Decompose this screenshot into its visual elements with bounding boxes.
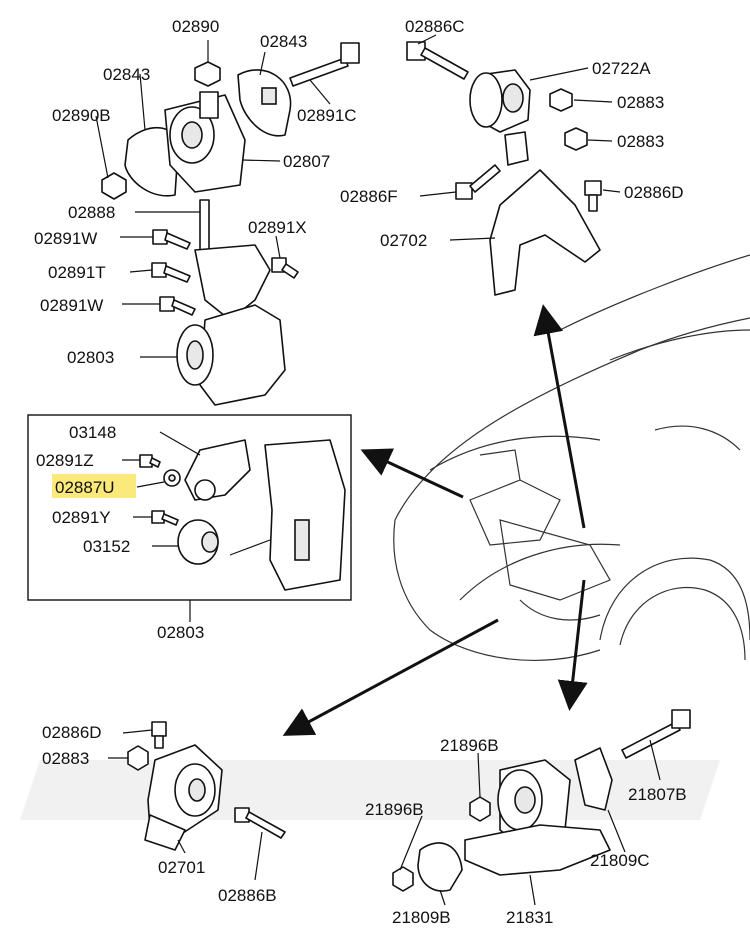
pointer-arrows (282, 304, 588, 736)
callout-02891T: 02891T (48, 263, 106, 282)
callout-21896B: 21896B (440, 736, 499, 755)
callout-02803: 02803 (157, 623, 204, 642)
callout-02887U: 02887U (55, 478, 115, 497)
callout-02886D: 02886D (42, 723, 102, 742)
car-body-outline (393, 254, 750, 662)
callout-02701: 02701 (158, 858, 205, 877)
callout-02891X: 02891X (248, 218, 307, 237)
highlight-02887U (52, 474, 136, 498)
callout-02891W: 02891W (40, 296, 103, 315)
callout-21809C: 21809C (590, 851, 650, 870)
callout-02886C: 02886C (405, 17, 465, 36)
callout-02843: 02843 (103, 65, 150, 84)
bottom-right-mount-assembly (392, 709, 691, 906)
callout-02891C: 02891C (297, 106, 357, 125)
callout-02883: 02883 (617, 132, 664, 151)
callout-02886F: 02886F (340, 187, 398, 206)
bottom-left-mount-assembly (108, 721, 286, 881)
callout-02891W: 02891W (34, 229, 97, 248)
callout-02722A: 02722A (592, 59, 651, 78)
callout-labels: 02890 02843 02843 02890B 02891C 02807 02… (34, 17, 687, 927)
callout-02891Y: 02891Y (52, 508, 111, 527)
callout-02883: 02883 (42, 749, 89, 768)
callout-03152: 03152 (83, 537, 130, 556)
top-right-mount-assembly (406, 34, 621, 296)
callout-02886D: 02886D (624, 183, 684, 202)
callout-21807B: 21807B (628, 785, 687, 804)
callout-02803: 02803 (67, 348, 114, 367)
callout-02807: 02807 (283, 152, 330, 171)
callout-21809B: 21809B (392, 908, 451, 927)
callout-21831: 21831 (506, 908, 553, 927)
top-left-mount-assembly (95, 40, 360, 406)
callout-02843: 02843 (260, 32, 307, 51)
callout-21896B: 21896B (365, 800, 424, 819)
callout-02891Z: 02891Z (36, 451, 94, 470)
callout-02890: 02890 (172, 17, 219, 36)
callout-02702: 02702 (380, 231, 427, 250)
callout-02890B: 02890B (52, 106, 111, 125)
callout-02886B: 02886B (218, 886, 277, 905)
callout-02883: 02883 (617, 93, 664, 112)
callout-03148: 03148 (69, 423, 116, 442)
middle-detail-box (27, 414, 352, 622)
callout-02888: 02888 (68, 203, 115, 222)
